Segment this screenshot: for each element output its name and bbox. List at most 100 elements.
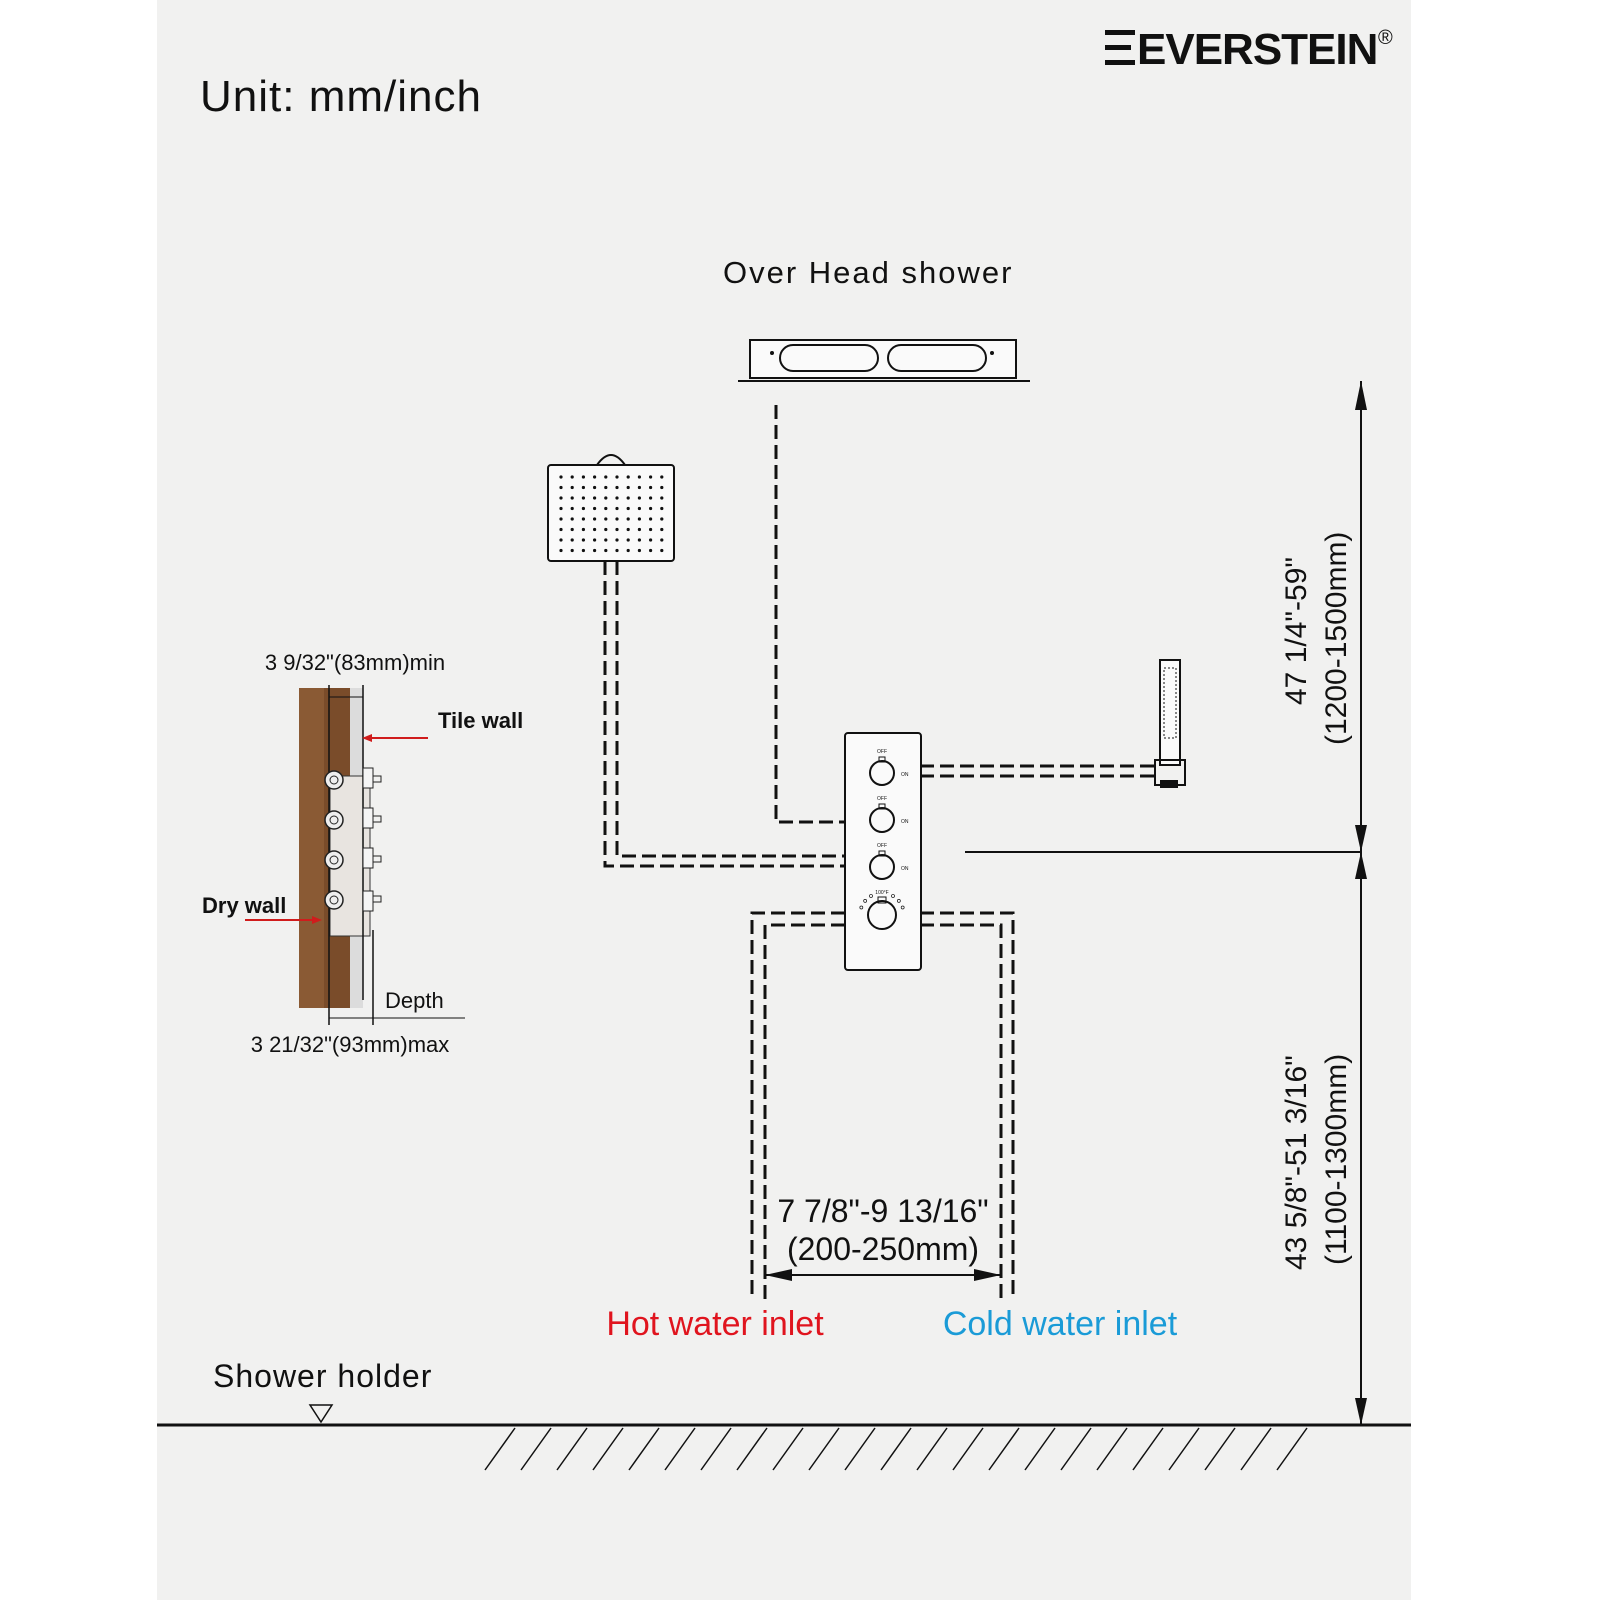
nozzle-dot — [649, 496, 653, 500]
nozzle-dot — [559, 527, 563, 532]
temp-scale-dot — [900, 905, 905, 910]
dry-wall-label: Dry wall — [202, 893, 286, 918]
nozzle-dot — [615, 527, 619, 532]
ground-hatch — [916, 1427, 948, 1471]
valve-nub — [372, 775, 382, 783]
nozzle-dot — [581, 496, 586, 500]
off-label: OFF — [877, 796, 887, 802]
height-dimensions: 47 1/4"-59" (1200-1500mm) 43 5/8"-51 3/1… — [965, 381, 1367, 1425]
nozzle-dot — [660, 485, 664, 490]
ground-hatch — [1204, 1427, 1236, 1471]
diverter-knob — [869, 854, 895, 880]
valve-nub — [372, 855, 382, 863]
nozzle-dot — [570, 475, 574, 479]
nozzle-dot — [637, 496, 642, 500]
nozzle-dot — [615, 485, 619, 490]
temp-scale-dot — [897, 899, 901, 903]
nozzle-dot — [593, 527, 597, 532]
temp-scale-dot — [859, 905, 864, 910]
nozzle-dot — [581, 548, 586, 553]
ground-hatch — [1168, 1427, 1200, 1471]
nozzle-dot — [593, 475, 597, 479]
nozzle-dot — [559, 517, 563, 521]
upper-height-inch: 47 1/4"-59" — [1280, 557, 1313, 705]
nozzle-dot — [660, 538, 664, 542]
nozzle-dot — [581, 506, 586, 511]
on-label: ON — [901, 866, 909, 872]
rain-shower-head — [547, 454, 675, 562]
inlet-spacing-dimension: 7 7/8"-9 13/16" (200-250mm) — [765, 1193, 1001, 1281]
valve-stem — [362, 767, 374, 789]
nozzle-dot — [637, 548, 642, 553]
ground-hatch — [952, 1427, 984, 1471]
nozzle-dot — [604, 475, 608, 479]
valve-cartridge — [324, 850, 344, 870]
nozzle-dot — [660, 475, 664, 479]
nozzle-dot — [593, 538, 597, 542]
nozzle-dot — [649, 548, 653, 553]
nozzle-dot — [626, 496, 630, 500]
valve-cartridge — [324, 890, 344, 910]
nozzle-dot — [593, 548, 597, 553]
nozzle-dot — [570, 506, 574, 511]
level-marker-icon — [308, 1404, 334, 1424]
nozzle-dot — [604, 548, 608, 553]
nozzle-dot — [637, 506, 642, 511]
valve-stem — [362, 807, 374, 829]
temp-scale-dot — [891, 894, 895, 898]
nozzle-dot — [570, 527, 574, 532]
valve-cartridge — [324, 810, 344, 830]
ground-hatch — [700, 1427, 732, 1471]
brand-mark: ® — [1378, 27, 1393, 49]
nozzle-dot — [593, 485, 597, 490]
ground-hatch — [484, 1427, 516, 1471]
diverter-knob — [869, 760, 895, 786]
brand-name: EVERSTEIN — [1137, 25, 1377, 74]
knob-indicator-icon — [878, 803, 886, 810]
knob-indicator-icon — [878, 756, 886, 763]
nozzle-dot — [570, 517, 574, 521]
ground-hatch — [772, 1427, 804, 1471]
nozzle-dot — [626, 517, 630, 521]
nozzle-dot — [570, 548, 574, 553]
nozzle-dot — [615, 538, 619, 542]
lower-height-mm: (1100-1300mm) — [1320, 1054, 1353, 1265]
nozzle-dot — [559, 538, 563, 542]
nozzle-dot — [570, 538, 574, 542]
on-label: ON — [901, 772, 909, 778]
nozzle-dot — [637, 485, 642, 490]
depth-label: Depth — [385, 988, 444, 1013]
hot-water-inlet-label: Hot water inlet — [606, 1305, 824, 1343]
ground-hatch — [592, 1427, 624, 1471]
floor: Shower holder — [157, 1358, 1411, 1471]
nozzle-dot — [660, 527, 664, 532]
brand-e-icon — [1105, 30, 1135, 65]
thermostat-knob — [867, 900, 897, 930]
temp-scale-dot — [869, 894, 873, 898]
nozzle-dot — [649, 475, 653, 479]
nozzle-dot — [559, 475, 563, 479]
nozzle-dot — [559, 506, 563, 511]
nozzle-dot — [637, 475, 642, 479]
nozzle-dot — [626, 527, 630, 532]
nozzle-dot — [604, 506, 608, 511]
ground-hatch — [556, 1427, 588, 1471]
nozzle-dot — [604, 485, 608, 490]
valve-core — [329, 895, 339, 905]
diverter-knob — [869, 807, 895, 833]
nozzle-dot — [604, 517, 608, 521]
inlet-spacing-mm: (200-250mm) — [787, 1231, 979, 1267]
nozzle-dot — [660, 496, 664, 500]
ground-hatch — [1096, 1427, 1128, 1471]
nozzle-dot — [615, 475, 619, 479]
nozzle-dot — [660, 548, 664, 553]
cold-water-inlet-label: Cold water inlet — [943, 1305, 1178, 1343]
nozzle-dot — [637, 538, 642, 542]
nozzle-dot — [615, 517, 619, 521]
wall-section: 3 9/32"(83mm)min Tile wall Dry wall Dept… — [202, 650, 523, 1057]
ground-hatch — [880, 1427, 912, 1471]
ground-hatch — [628, 1427, 660, 1471]
max-depth-label: 3 21/32"(93mm)max — [251, 1032, 450, 1057]
ground-hatch — [808, 1427, 840, 1471]
